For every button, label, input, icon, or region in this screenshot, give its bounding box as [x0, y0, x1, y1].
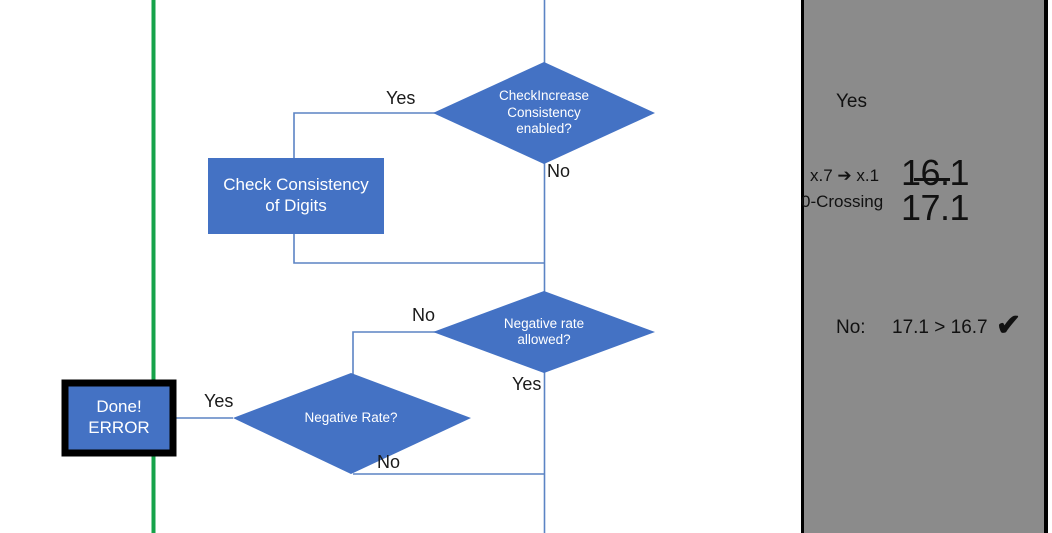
panel-rounding-label: x.7 ➔ x.1: [810, 166, 880, 185]
edge-label-no-negative-rate: No: [377, 452, 401, 472]
panel-no-label: No:: [836, 317, 866, 338]
panel-value-result: 17.1: [901, 187, 970, 228]
box-check-consistency-of-digits: [208, 158, 384, 234]
panel-comparison-label: 17.1 > 16.7: [892, 317, 988, 338]
edge-label-yes-negative-rate: Yes: [204, 391, 234, 411]
strikethrough-mark: [914, 178, 950, 181]
panel-value-struck: 16.1: [901, 152, 970, 193]
diamond-check-increase-consistency: [433, 62, 655, 164]
diamond-negative-rate: [233, 373, 471, 474]
edge-label-no-check-increase: No: [547, 161, 571, 181]
panel-check-mark-icon: ✔: [996, 309, 1022, 342]
edge-label-no-negative-rate-allowed: No: [412, 305, 436, 325]
box-done-error-border: [61, 379, 177, 457]
edge-label-yes-check-increase: Yes: [386, 88, 416, 108]
annotation-panel: [801, 0, 1048, 533]
panel-yes-label: Yes: [836, 91, 867, 112]
panel-zero-crossing-label: 0-Crossing: [801, 192, 884, 211]
edge-label-yes-negative-rate-allowed: Yes: [512, 374, 542, 394]
diamond-negative-rate-allowed: [433, 291, 655, 373]
